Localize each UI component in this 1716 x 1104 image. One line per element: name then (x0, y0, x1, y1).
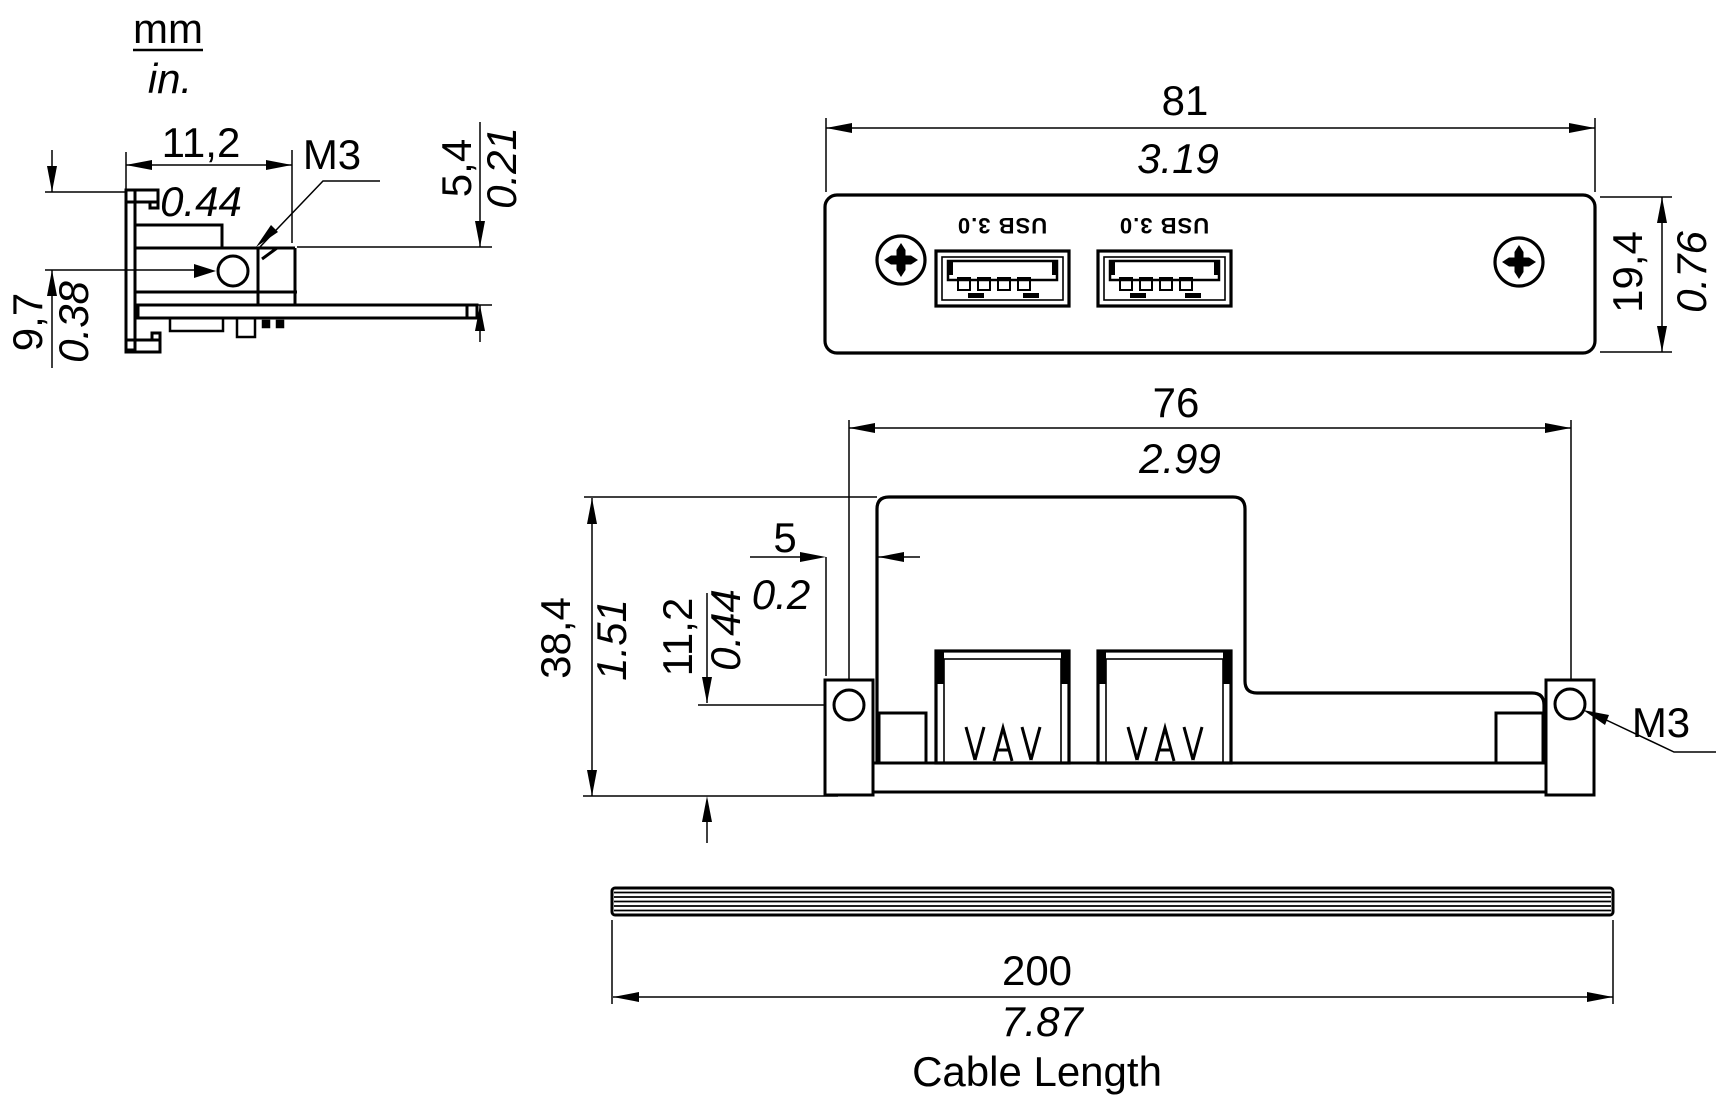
side-height-mm: 9,7 (4, 292, 51, 352)
usb-connector-rear-1 (934, 649, 1071, 765)
front-view (823, 118, 1672, 355)
side-m3-hole (216, 254, 250, 288)
side-depth-in: 0.21 (478, 127, 525, 209)
usb-connector-rear-2 (1096, 649, 1233, 765)
rear-base-plate (836, 761, 1582, 794)
cable-length-caption: Cable Length (912, 1048, 1162, 1095)
front-height-in: 0.76 (1668, 231, 1715, 313)
rear-hole-height-mm: 11,2 (654, 597, 701, 677)
side-width-mm: 11,2 (161, 119, 241, 166)
usb-port-1-label: USB 3.0 (956, 213, 1048, 238)
front-panel-plate (823, 193, 1597, 355)
cable-length-mm: 200 (1001, 947, 1073, 994)
front-width-in: 3.19 (1137, 135, 1219, 182)
rear-dimension-lines (583, 420, 1716, 843)
cable-dimension-arrows (613, 992, 1613, 1002)
rear-view (583, 420, 1716, 843)
rear-hole-spacing-mm: 76 (1152, 379, 1200, 426)
mounting-ear-left (823, 678, 875, 797)
side-view-outline (124, 188, 479, 354)
rear-dimension-arrows (587, 423, 1609, 822)
usb-port-front-2 (1096, 249, 1233, 308)
contact-pins (964, 722, 1042, 762)
units-metric-label: mm (133, 5, 203, 52)
side-dimension-lines (45, 122, 492, 368)
contact-pins (1126, 722, 1204, 762)
phillips-screw-right-icon (1493, 236, 1545, 288)
side-height-in: 0.38 (50, 281, 97, 363)
ribbon-cable-strands (614, 891, 1611, 912)
rear-standoff-left (877, 711, 928, 765)
cable-dimension-lines (611, 920, 1614, 1004)
mounting-hole-right (1553, 687, 1587, 721)
mounting-hole-left (832, 688, 866, 722)
front-width-mm: 81 (1161, 77, 1209, 124)
usb-port-2-label: USB 3.0 (1118, 213, 1210, 238)
rear-hole-height-in: 0.44 (702, 589, 749, 671)
rear-edge-offset-mm: 5 (773, 514, 797, 561)
rear-height-in: 1.51 (588, 599, 635, 681)
side-depth-mm: 5,4 (433, 138, 480, 198)
cable-length-in: 7.87 (1001, 998, 1083, 1045)
side-m3-label: M3 (302, 131, 362, 178)
rear-standoff-right (1494, 711, 1545, 765)
rear-housing-body (875, 495, 1546, 763)
rear-m3-label: M3 (1631, 699, 1691, 746)
usb-port-front-1 (934, 249, 1071, 308)
side-underside-parts (168, 316, 285, 339)
rear-height-mm: 38,4 (532, 597, 579, 679)
front-dimension-arrows (826, 123, 1667, 352)
rear-edge-offset-in: 0.2 (751, 571, 811, 618)
front-height-mm: 19,4 (1604, 231, 1651, 313)
rear-hole-spacing-in: 2.99 (1139, 435, 1221, 482)
mounting-ear-right (1544, 678, 1596, 797)
side-dimension-arrows (47, 160, 485, 331)
cable-view (610, 886, 1615, 1004)
phillips-screw-left-icon (875, 234, 927, 286)
side-view (45, 48, 492, 368)
side-width-in: 0.44 (160, 178, 242, 225)
units-imperial-label: in. (147, 55, 193, 102)
